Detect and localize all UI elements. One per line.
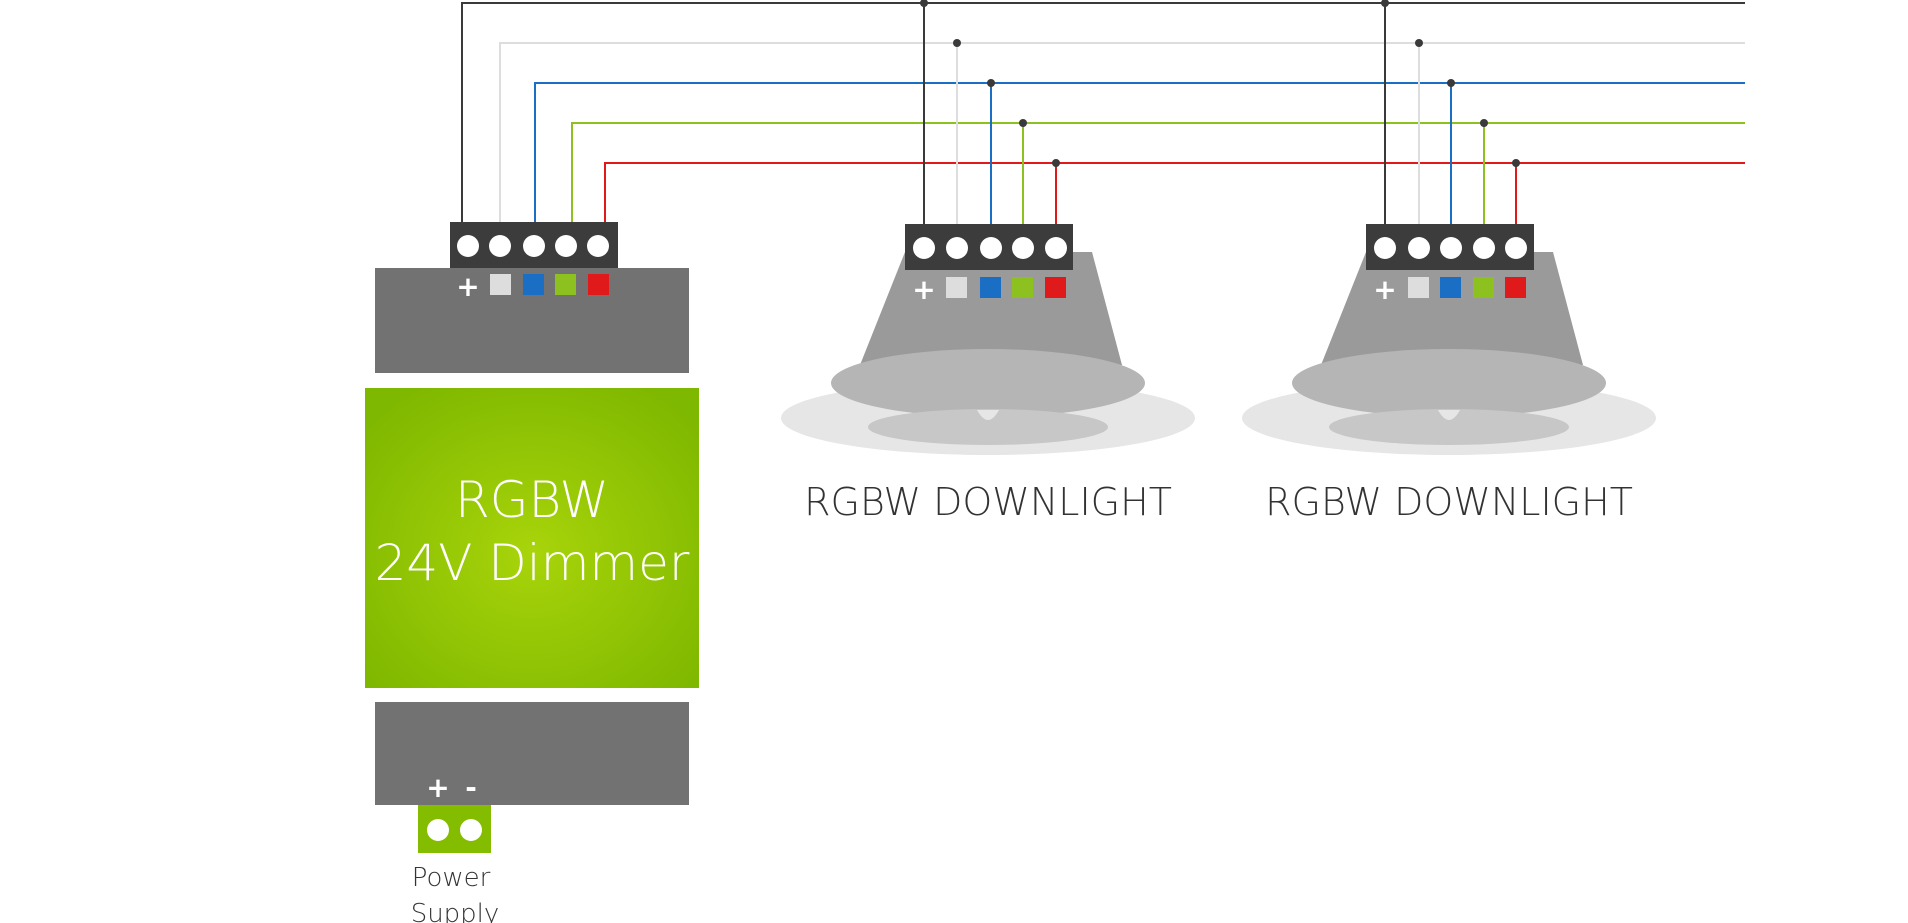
blue-channel-swatch [1440,277,1461,298]
red-channel-swatch [1045,277,1066,298]
green-channel-swatch [555,274,576,295]
wire-blue [534,82,1745,222]
terminal-hole [523,235,545,257]
plus-symbol: + [912,273,935,306]
downlight-label: RGBW DOWNLIGHT [804,480,1172,524]
blue-channel-swatch [523,274,544,295]
junction-dot [1415,39,1423,47]
terminal-hole [427,819,449,841]
downlight-notch [1438,410,1460,420]
wire-white [499,42,1745,222]
terminal-hole [457,235,479,257]
terminal-hole [1374,237,1396,259]
dimmer-body [365,388,699,688]
input-minus-symbol: - [465,771,477,804]
junction-dot [987,79,995,87]
wire-red [604,162,1745,222]
terminal-hole [587,235,609,257]
green-channel-swatch [1012,277,1033,298]
downlight-notch [977,410,999,420]
junction-dot [1447,79,1455,87]
downlight-label: RGBW DOWNLIGHT [1265,480,1633,524]
downlight-lens [868,409,1108,445]
white-channel-swatch [1408,277,1429,298]
wire-green [571,122,1745,222]
terminal-hole [913,237,935,259]
downlight-1: + RGBW DOWNLIGHT [781,224,1195,524]
blue-channel-swatch [980,277,1001,298]
dimmer-title-line1: RGBW [455,471,609,529]
terminal-hole [1045,237,1067,259]
terminal-hole [489,235,511,257]
junction-dot [1052,159,1060,167]
red-channel-swatch [588,274,609,295]
green-channel-swatch [1473,277,1494,298]
drop-wires-downlight-1 [920,0,1060,224]
power-supply-label-line2: Supply [411,899,500,923]
downlight-collar [1292,349,1606,417]
terminal-holes [457,235,609,257]
red-channel-swatch [1505,277,1526,298]
input-plus-symbol: + [426,771,449,804]
junction-dot [920,0,928,7]
dimmer-unit: + RGBW 24V Dimmer + - Power Supply [365,222,699,923]
terminal-hole [460,819,482,841]
terminal-holes [913,237,1067,259]
terminal-hole [1408,237,1430,259]
junction-dot [1512,159,1520,167]
downlight-collar [831,349,1145,417]
downlight-2: + RGBW DOWNLIGHT [1242,224,1656,524]
downlight-lens [1329,409,1569,445]
dimmer-title-line2: 24V Dimmer [375,534,690,592]
drop-wires-downlight-2 [1381,0,1520,224]
plus-symbol: + [1373,273,1396,306]
junction-dot [1381,0,1389,7]
dimmer-bottom-housing [375,702,689,805]
terminal-hole [1012,237,1034,259]
terminal-hole [1440,237,1462,259]
terminal-holes [1374,237,1527,259]
plus-symbol: + [456,270,479,303]
junction-dot [1019,119,1027,127]
white-channel-swatch [490,274,511,295]
terminal-hole [980,237,1002,259]
wire-common [461,2,1745,222]
terminal-hole [1473,237,1495,259]
terminal-hole [555,235,577,257]
power-supply-label-line1: Power [412,863,491,893]
white-channel-swatch [946,277,967,298]
junction-dot [1480,119,1488,127]
terminal-hole [946,237,968,259]
junction-dot [953,39,961,47]
terminal-hole [1505,237,1527,259]
bus-wires [461,2,1745,222]
